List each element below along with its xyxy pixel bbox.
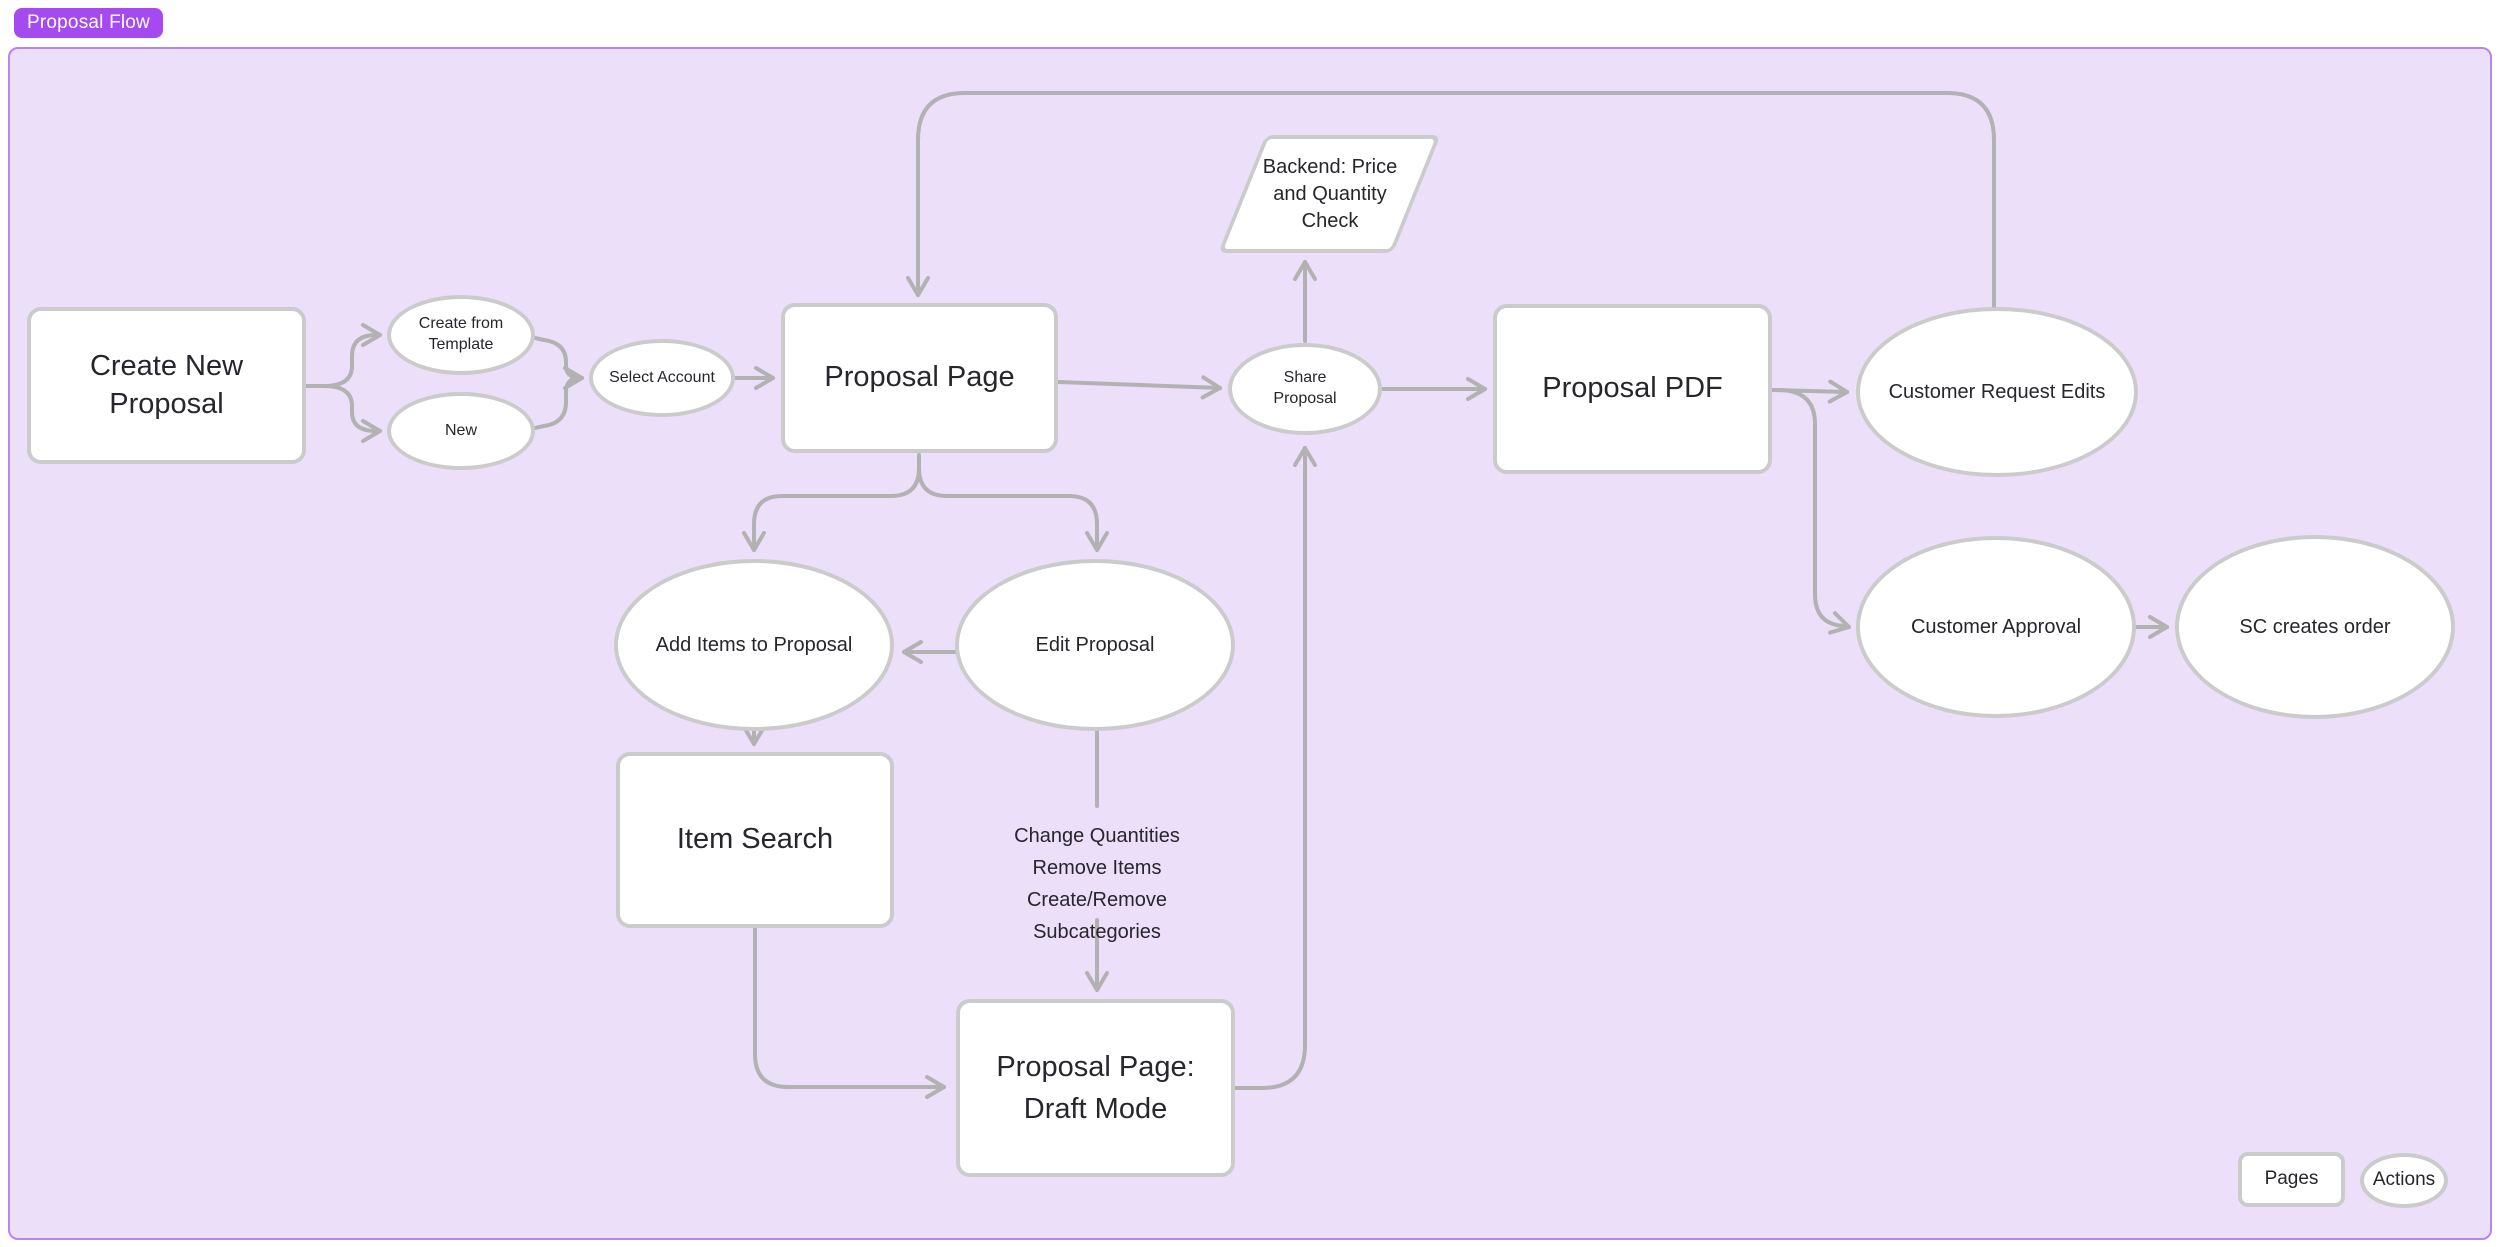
node-label: Create New Proposal <box>89 349 244 420</box>
node-proposal-page[interactable]: Proposal Page <box>781 303 1058 453</box>
node-label: Customer Request Edits <box>1888 381 2106 403</box>
pages-button[interactable]: Pages <box>2238 1152 2345 1207</box>
node-select-account[interactable]: Select Account <box>589 339 735 417</box>
node-label: Proposal Page: Draft Mode <box>996 1050 1195 1125</box>
node-label: SC creates order <box>2239 616 2391 638</box>
node-share-proposal[interactable]: Share Proposal <box>1228 343 1382 435</box>
node-customer-approval[interactable]: Customer Approval <box>1856 536 2136 718</box>
node-edit-proposal[interactable]: Edit Proposal <box>955 559 1235 731</box>
node-new[interactable]: New <box>387 392 535 470</box>
node-label: Proposal Page <box>824 361 1015 394</box>
node-label: Select Account <box>609 368 715 386</box>
node-create-new-proposal[interactable]: Create New Proposal <box>27 307 306 464</box>
edge-draft-mode-to-share[interactable] <box>1231 446 1317 1090</box>
edge-create-to-new[interactable] <box>304 384 382 443</box>
node-label: Share Proposal <box>1273 369 1337 407</box>
edge-annotation: Change Quantities Remove Items Create/Re… <box>967 820 1227 948</box>
edge-new-to-select-account[interactable] <box>533 376 580 430</box>
node-label: Add Items to Proposal <box>655 634 853 656</box>
node-proposal-pdf[interactable]: Proposal PDF <box>1493 304 1772 474</box>
edge-annotation-line: Create/Remove Subcategories <box>1026 889 1168 943</box>
node-sc-creates-order[interactable]: SC creates order <box>2175 535 2455 719</box>
edge-create-to-template[interactable] <box>304 323 382 388</box>
edge-template-to-select-account[interactable] <box>533 336 584 390</box>
frame-title: Proposal Flow <box>27 12 150 33</box>
node-label: Backend: Price and Quantity Check <box>1262 155 1398 232</box>
node-item-search[interactable]: Item Search <box>616 752 894 928</box>
edge-annotation-line: Remove Items <box>1032 857 1162 879</box>
edge-pdf-to-customer-approval[interactable] <box>1770 388 1851 635</box>
edge-customer-request-edits-to-proposal-page[interactable] <box>906 91 1996 311</box>
node-backend-check-label: Backend: Price and Quantity Check <box>1255 135 1405 253</box>
edge-proposal-page-to-add-items[interactable] <box>742 453 921 552</box>
pages-label: Pages <box>2264 1168 2319 1190</box>
node-label: Create from Template <box>418 315 504 353</box>
node-label: Edit Proposal <box>1035 634 1155 656</box>
frame-title-badge[interactable]: Proposal Flow <box>14 8 163 38</box>
node-label: Proposal PDF <box>1542 372 1723 405</box>
node-draft-mode[interactable]: Proposal Page: Draft Mode <box>956 999 1235 1177</box>
node-add-items[interactable]: Add Items to Proposal <box>614 559 894 731</box>
edge-annotation-line: Change Quantities <box>1014 825 1180 847</box>
edge-proposal-page-to-edit-proposal[interactable] <box>917 466 1109 552</box>
node-create-from-template[interactable]: Create from Template <box>387 295 535 375</box>
edge-item-search-to-draft-mode[interactable] <box>753 923 946 1099</box>
node-label: New <box>444 421 477 439</box>
node-customer-request-edits[interactable]: Customer Request Edits <box>1856 307 2138 477</box>
node-label: Item Search <box>676 823 834 856</box>
actions-label: Actions <box>2372 1169 2436 1191</box>
actions-button[interactable]: Actions <box>2360 1153 2448 1208</box>
edge-proposal-page-to-share[interactable] <box>1056 375 1222 400</box>
node-label: Customer Approval <box>1910 616 2082 638</box>
